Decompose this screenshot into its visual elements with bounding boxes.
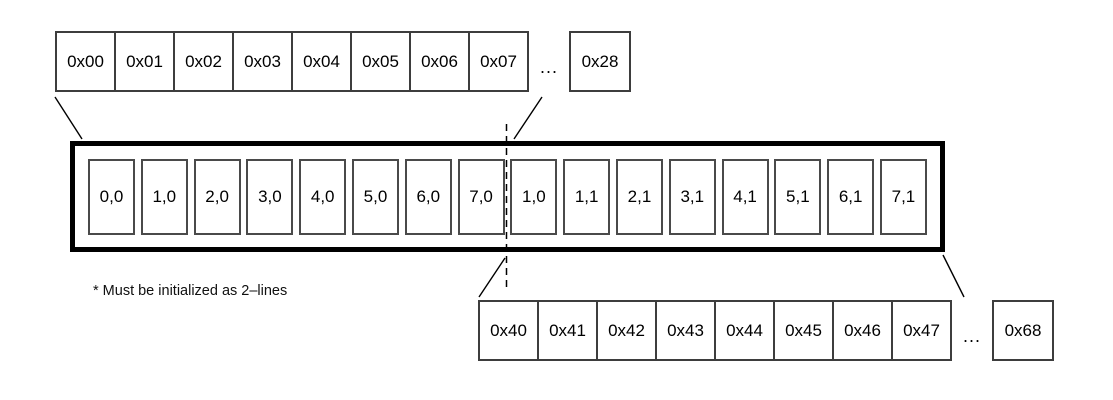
memory-address-cell: 0x07 [468,31,529,92]
cache-line-cell: 4,1 [721,158,769,235]
memory-address-cell: 0x03 [232,31,293,92]
cache-line-cell: 3,1 [668,158,716,235]
cache-line-cell: 2,1 [615,158,663,235]
memory-address-cell: 0x06 [409,31,470,92]
cache-line-cell: 1,0 [510,158,558,235]
memory-address-tail-cell-bottom: 0x68 [992,300,1054,361]
cache-line-cell: 7,1 [879,158,927,235]
memory-address-cell: 0x40 [478,300,539,361]
cache-line-cell: 0,0 [88,158,135,235]
cache-line-cell: 5,0 [351,158,399,235]
connector-bottom-left [478,257,506,298]
memory-address-tail-cell-top: 0x28 [569,31,631,92]
cache-line-cell: 6,1 [827,158,875,235]
footnote: * Must be initialized as 2–lines [93,283,288,299]
memory-address-cell: 0x44 [714,300,775,361]
ellipsis-bottom: ... [962,326,981,346]
memory-address-cell: 0x41 [537,300,598,361]
memory-address-cell: 0x04 [291,31,352,92]
ellipsis-top: ... [539,57,558,77]
cache-line-cell: 7,0 [457,158,505,235]
memory-address-cell: 0x42 [596,300,657,361]
cache-line-cell: 2,0 [193,158,241,235]
cache-line-cell: 1,0 [140,158,188,235]
cache-line-cell: 1,1 [563,158,611,235]
memory-address-cell: 0x46 [832,300,893,361]
connector-top-left [54,96,83,140]
connector-bottom-right [942,254,965,298]
memory-address-cell: 0x01 [114,31,175,92]
memory-address-cell: 0x45 [773,300,834,361]
memory-address-cell: 0x00 [55,31,116,92]
cache-line-cell: 6,0 [404,158,452,235]
memory-address-cell: 0x02 [173,31,234,92]
memory-address-cell: 0x47 [891,300,952,361]
cache-line-cell: 5,1 [774,158,822,235]
connector-top-right [513,96,543,140]
memory-address-cell: 0x05 [350,31,411,92]
cache-line-cell: 4,0 [299,158,347,235]
cache-line-cell: 3,0 [246,158,294,235]
memory-address-cell: 0x43 [655,300,716,361]
